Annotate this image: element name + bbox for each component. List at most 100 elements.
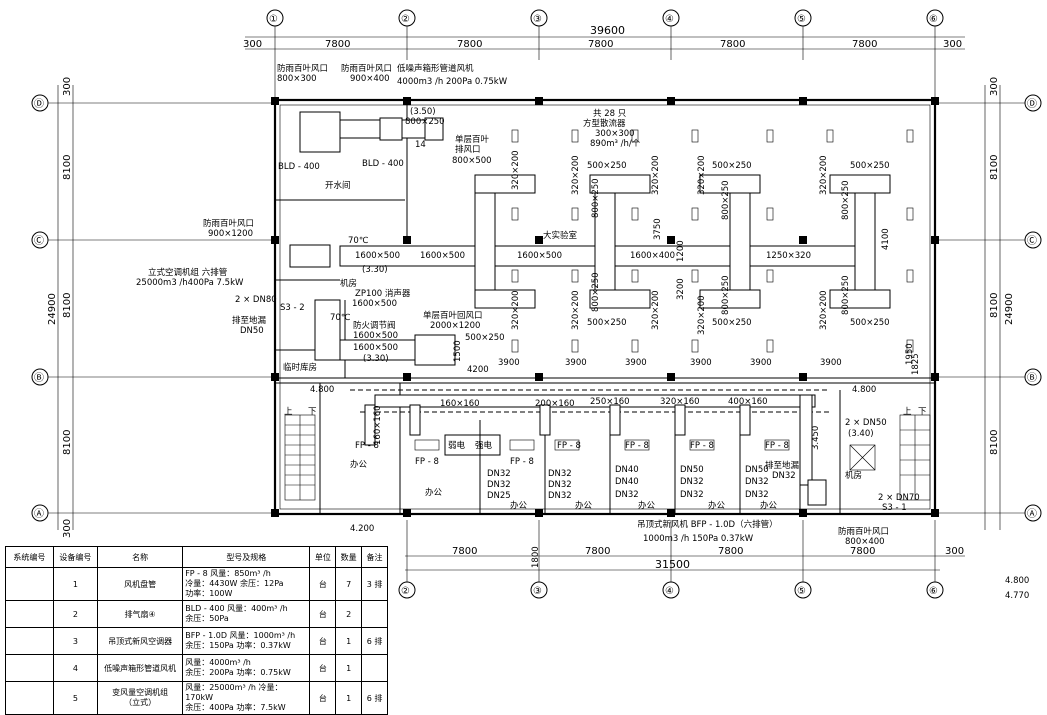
svg-text:320×200: 320×200 (511, 290, 521, 330)
svg-text:DN40: DN40 (615, 477, 639, 487)
diffusers (511, 129, 914, 353)
svg-text:办公: 办公 (510, 500, 528, 511)
svg-text:DN50: DN50 (745, 465, 769, 475)
svg-text:S3 - 2: S3 - 2 (280, 303, 305, 313)
svg-text:8100: 8100 (989, 293, 1000, 318)
building-walls (273, 98, 937, 516)
svg-text:防雨百叶风口: 防雨百叶风口 (341, 63, 392, 74)
svg-text:强电: 强电 (475, 440, 493, 451)
svg-text:1950: 1950 (905, 343, 915, 365)
svg-text:DN50: DN50 (240, 326, 264, 336)
svg-text:BLD - 400: BLD - 400 (362, 159, 404, 169)
svg-text:Ⓑ: Ⓑ (34, 372, 44, 384)
stairs (284, 414, 931, 501)
svg-text:FP - 8: FP - 8 (415, 457, 439, 467)
svg-text:3900: 3900 (750, 358, 772, 368)
svg-text:8100: 8100 (62, 293, 73, 318)
dim-bay-5: 7800 (852, 39, 877, 50)
svg-text:(3.30): (3.30) (362, 265, 388, 275)
svg-text:吊顶式新风机 BFP - 1.0D（六排管）: 吊顶式新风机 BFP - 1.0D（六排管） (637, 519, 778, 530)
svg-text:DN32: DN32 (487, 480, 511, 490)
svg-text:机房: 机房 (845, 470, 862, 481)
svg-text:Ⓐ: Ⓐ (34, 508, 44, 520)
svg-text:200×160: 200×160 (535, 399, 575, 409)
svg-text:1250×320: 1250×320 (766, 251, 811, 261)
svg-text:DN32: DN32 (548, 480, 572, 490)
svg-text:3900: 3900 (625, 358, 647, 368)
svg-text:800×400: 800×400 (845, 537, 885, 547)
col-qty: 数量 (335, 546, 363, 568)
top-dimensions: 39600 300 7800 7800 7800 7800 7800 300 (243, 24, 965, 100)
svg-text:Ⓓ: Ⓓ (1027, 98, 1037, 110)
svg-text:②: ② (401, 586, 410, 597)
svg-text:DN32: DN32 (680, 490, 704, 500)
svg-text:7800: 7800 (850, 546, 875, 557)
svg-text:320×200: 320×200 (571, 155, 581, 195)
svg-text:4000m3 /h 200Pa 0.75kW: 4000m3 /h 200Pa 0.75kW (397, 77, 508, 87)
svg-text:⑥: ⑥ (929, 586, 938, 597)
svg-text:(3.40): (3.40) (848, 429, 874, 439)
svg-text:14: 14 (415, 140, 426, 150)
svg-text:DN25: DN25 (487, 491, 511, 501)
svg-text:500×250: 500×250 (712, 318, 752, 328)
svg-text:下: 下 (308, 407, 317, 417)
svg-text:排至地漏: 排至地漏 (232, 315, 267, 326)
svg-text:1500: 1500 (453, 340, 463, 362)
svg-text:500×250: 500×250 (465, 333, 505, 343)
svg-text:2000×1200: 2000×1200 (430, 321, 480, 331)
svg-text:800×500: 800×500 (452, 156, 492, 166)
svg-text:1600×500: 1600×500 (420, 251, 465, 261)
svg-text:500×250: 500×250 (587, 161, 627, 171)
svg-text:立式空调机组 六排管: 立式空调机组 六排管 (148, 267, 227, 278)
col-device-no: 设备编号 (52, 546, 99, 568)
dim-bay-4: 7800 (720, 39, 745, 50)
axis-1: ① (269, 14, 278, 25)
svg-text:320×200: 320×200 (651, 290, 661, 330)
svg-text:(3.30): (3.30) (363, 354, 389, 364)
svg-text:上: 上 (903, 407, 912, 417)
svg-text:500×250: 500×250 (712, 161, 752, 171)
svg-text:1825: 1825 (911, 353, 921, 375)
svg-text:300×300: 300×300 (595, 129, 635, 139)
svg-text:8100: 8100 (62, 155, 73, 180)
svg-text:500×250: 500×250 (850, 161, 890, 171)
svg-text:低噪声箱形管道风机: 低噪声箱形管道风机 (397, 63, 474, 74)
svg-text:DN32: DN32 (772, 471, 796, 481)
svg-text:320×200: 320×200 (697, 295, 707, 335)
svg-text:DN32: DN32 (680, 477, 704, 487)
svg-text:大实验室: 大实验室 (543, 230, 578, 241)
svg-text:1600×500: 1600×500 (353, 331, 398, 341)
svg-text:FP - 8: FP - 8 (690, 441, 714, 451)
svg-text:320×200: 320×200 (571, 290, 581, 330)
svg-text:临时库房: 临时库房 (283, 362, 317, 373)
svg-text:1800: 1800 (531, 546, 541, 568)
svg-text:24900: 24900 (47, 293, 58, 325)
svg-text:8100: 8100 (989, 430, 1000, 455)
svg-text:4200: 4200 (467, 365, 489, 375)
svg-text:开水间: 开水间 (325, 180, 351, 191)
axis-3: ③ (533, 14, 542, 25)
svg-text:Ⓑ: Ⓑ (1027, 372, 1037, 384)
axis-4: ④ (665, 14, 674, 25)
svg-text:下: 下 (918, 407, 927, 417)
col-system-no: 系统编号 (5, 546, 54, 568)
svg-text:办公: 办公 (350, 459, 368, 470)
svg-text:3900: 3900 (690, 358, 712, 368)
svg-text:排至地漏: 排至地漏 (765, 460, 800, 471)
svg-text:8100: 8100 (62, 430, 73, 455)
svg-text:890m³ /h/个: 890m³ /h/个 (590, 139, 641, 149)
svg-text:DN32: DN32 (487, 469, 511, 479)
svg-text:机房: 机房 (340, 278, 357, 289)
dim-bay-1: 7800 (325, 39, 350, 50)
svg-text:800×250: 800×250 (591, 178, 601, 218)
svg-text:DN32: DN32 (548, 469, 572, 479)
col-unit: 单位 (309, 546, 337, 568)
svg-text:弱电: 弱电 (448, 440, 466, 451)
svg-text:320×200: 320×200 (697, 155, 707, 195)
main-supply-duct (289, 111, 891, 366)
svg-text:Ⓓ: Ⓓ (34, 98, 44, 110)
